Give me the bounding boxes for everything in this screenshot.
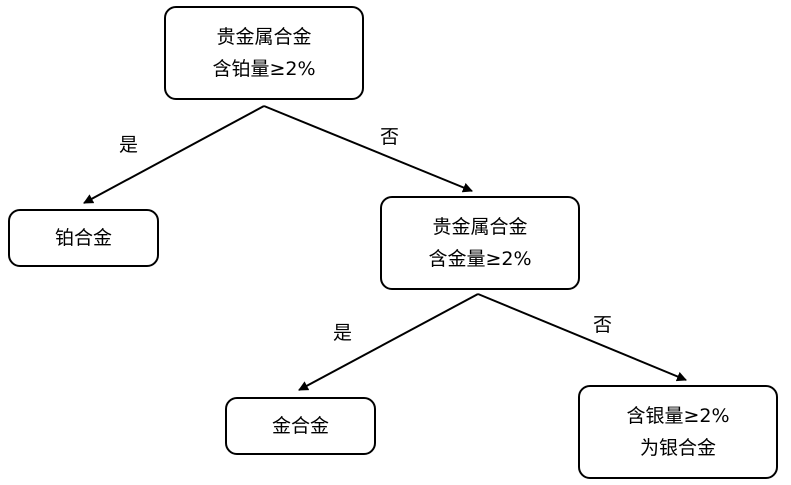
edge-root-to-gold-question <box>263 105 473 193</box>
silver-alloy-node: 含银量≥2% 为银合金 <box>578 385 778 479</box>
platinum-alloy-node: 铂合金 <box>8 209 159 267</box>
edge-label-gold-yes: 是 <box>333 322 353 344</box>
edge-label-root-no: 否 <box>380 126 400 148</box>
gold-check-line1: 贵金属合金 <box>432 216 528 238</box>
gold-alloy-label: 金合金 <box>271 415 329 437</box>
root-node-line1: 贵金属合金 <box>216 26 312 48</box>
edge-label-root-yes: 是 <box>119 134 139 156</box>
edge-gold-question-to-gold-alloy <box>298 293 479 391</box>
edge-gold-question-to-silver <box>477 293 687 382</box>
platinum-alloy-label: 铂合金 <box>54 227 112 249</box>
gold-alloy-node: 金合金 <box>225 397 376 455</box>
edge-root-to-platinum <box>83 105 265 204</box>
root-node-line2: 含铂量≥2% <box>212 58 316 80</box>
silver-alloy-line1: 含银量≥2% <box>626 405 730 427</box>
root-node-platinum-check: 贵金属合金 含铂量≥2% <box>164 6 364 100</box>
gold-check-line2: 含金量≥2% <box>428 248 532 270</box>
silver-alloy-line2: 为银合金 <box>639 437 716 459</box>
edge-label-gold-no: 否 <box>593 314 613 336</box>
gold-check-node: 贵金属合金 含金量≥2% <box>380 196 580 290</box>
